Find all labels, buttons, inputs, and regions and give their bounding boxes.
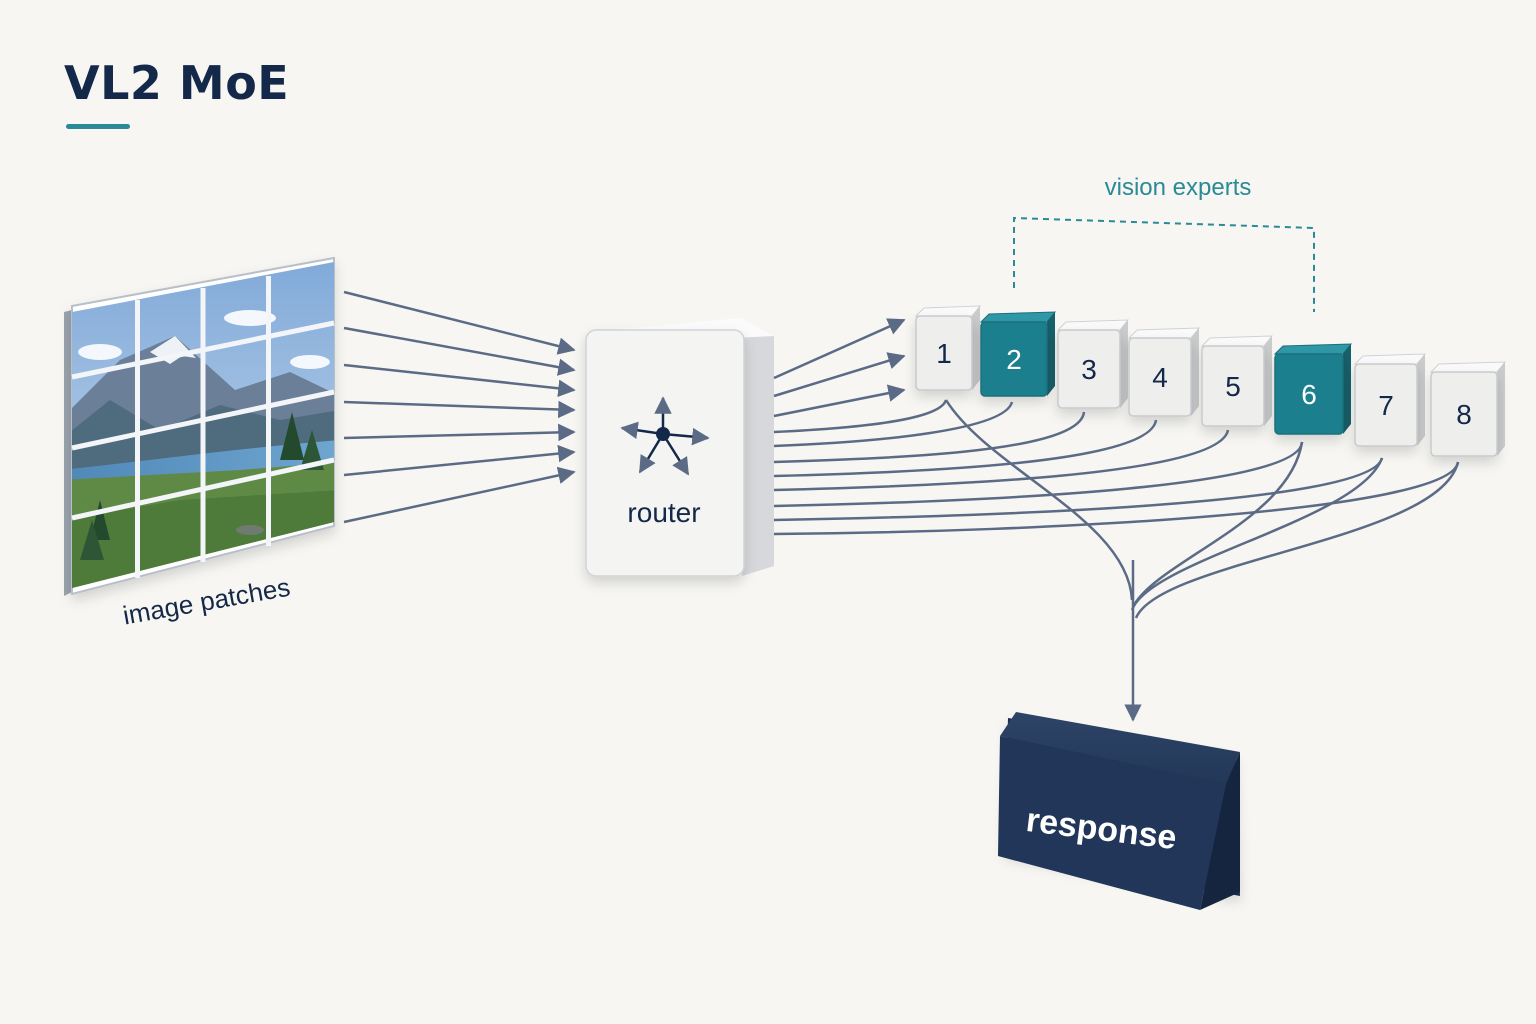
expert-label: 2 <box>1006 344 1022 375</box>
patch-to-router-arrows <box>343 290 576 524</box>
diagram-title: VL2 MoE <box>64 56 290 110</box>
expert-label: 1 <box>936 338 952 369</box>
response-box: response <box>998 712 1240 910</box>
vision-expert-block: 2 <box>979 311 1057 397</box>
expert-block: 1 <box>914 305 982 391</box>
expert-label: 4 <box>1152 362 1168 393</box>
expert-label: 8 <box>1456 399 1472 430</box>
vision-experts-label: vision experts <box>1105 174 1252 201</box>
vision-expert-block: 6 <box>1273 343 1353 435</box>
experts-row: 1 2 3 4 5 6 7 8 <box>914 305 1507 457</box>
expert-label: 5 <box>1225 371 1241 402</box>
expert-block: 7 <box>1353 353 1427 447</box>
expert-label: 3 <box>1081 354 1097 385</box>
expert-label: 7 <box>1378 390 1394 421</box>
router-output-curves <box>773 399 1460 722</box>
image-patches-panel: image patches <box>64 256 335 631</box>
image-patches-label: image patches <box>121 572 293 631</box>
title-underline <box>66 124 130 129</box>
expert-block: 5 <box>1200 335 1274 427</box>
router-box: router <box>585 318 774 577</box>
router-hub-arrows-icon <box>620 396 710 476</box>
router-to-expert-arrows <box>773 318 906 418</box>
patch-grid-lines <box>71 276 335 578</box>
expert-block: 4 <box>1127 327 1201 417</box>
vision-experts-bracket: vision experts <box>1013 174 1315 312</box>
expert-block: 8 <box>1429 361 1507 457</box>
expert-block: 3 <box>1056 319 1130 409</box>
router-label: router <box>627 497 700 528</box>
expert-label: 6 <box>1301 379 1317 410</box>
